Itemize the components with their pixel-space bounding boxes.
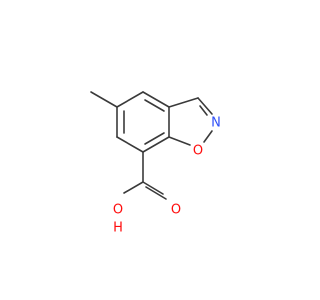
bond-c4-c3a xyxy=(142,91,170,108)
bond-o-c7a xyxy=(168,136,191,146)
atom-o-hydroxyl-label: O xyxy=(113,203,123,218)
atom-o-carbonyl-label: O xyxy=(171,203,181,218)
bond-c3-n xyxy=(197,97,213,115)
molecule-diagram: N O O O H xyxy=(90,91,221,236)
bond-c7a-c7 xyxy=(142,136,170,153)
bond-cooh-c-o xyxy=(142,181,164,195)
bond-c4-c3a-inner xyxy=(144,99,165,112)
bond-cooh-c-o-double xyxy=(145,186,167,200)
atom-n1-label: N xyxy=(211,116,221,131)
atom-o1-label: O xyxy=(193,144,203,159)
structure-canvas: N O O O H xyxy=(90,91,221,236)
atom-h-hydroxyl-label: H xyxy=(113,221,123,236)
bond-c7-c6 xyxy=(116,136,144,153)
bond-methyl xyxy=(90,91,118,108)
bond-c7a-c7-inner xyxy=(144,132,165,145)
bond-c3a-c3 xyxy=(168,97,199,108)
bond-n-o xyxy=(203,130,213,143)
bond-c3-n-inner xyxy=(199,105,208,116)
bond-cooh-c-oh xyxy=(123,181,144,194)
bond-c5-c4 xyxy=(116,91,144,108)
